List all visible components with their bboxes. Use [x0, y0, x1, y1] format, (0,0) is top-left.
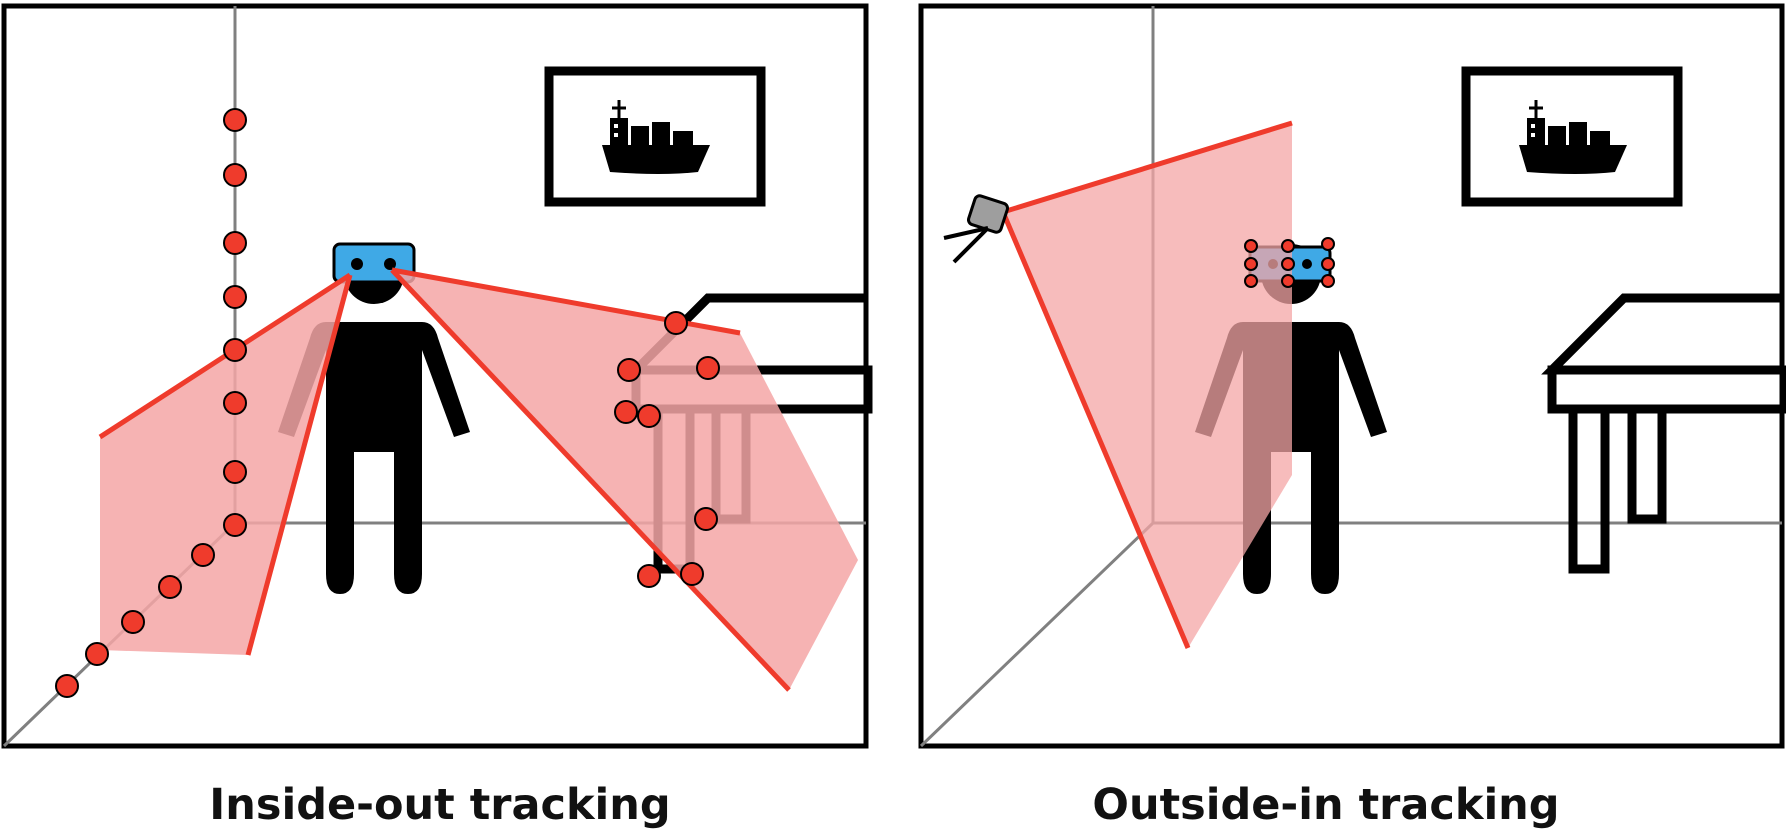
ship-picture-icon [1461, 66, 1683, 207]
ship-picture-icon [544, 66, 766, 207]
inside-out-panel [1, 3, 873, 749]
outside-in-panel [918, 3, 1786, 749]
camera-icon [943, 194, 1010, 264]
outside-in-caption: Outside-in tracking [1092, 780, 1560, 830]
view-frustum-camera [1000, 120, 1293, 649]
table-icon [1541, 293, 1786, 574]
inside-out-caption: Inside-out tracking [209, 780, 671, 830]
